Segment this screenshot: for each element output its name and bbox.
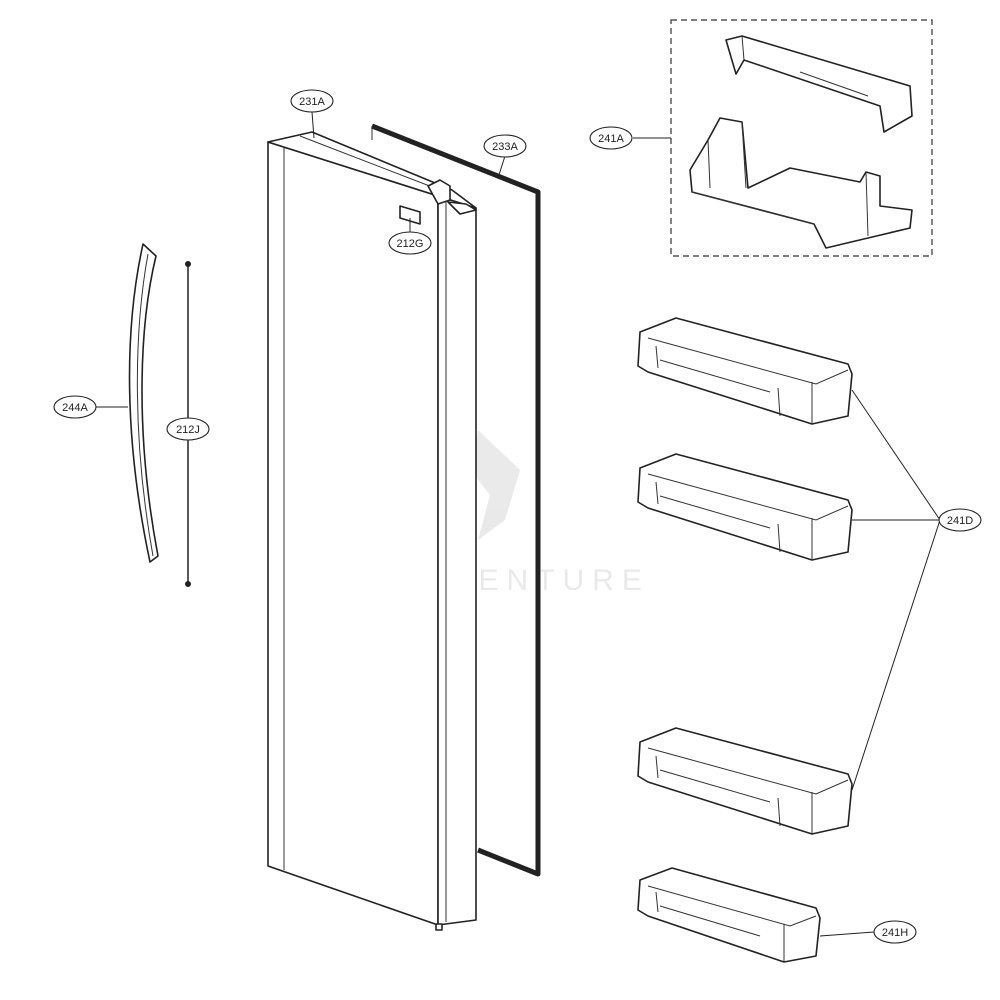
door-basket-small [637, 867, 821, 963]
door-basket-3 [637, 727, 853, 835]
door-basket-2 [637, 453, 853, 561]
callout-241H: 241H [873, 920, 917, 944]
callout-label: 241D [947, 515, 973, 527]
callout-label: 233A [492, 141, 518, 153]
callout-241D: 241D [938, 508, 982, 532]
dairy-basket-lid [725, 35, 913, 133]
door-handle [128, 243, 159, 563]
callout-label: 244A [62, 402, 88, 414]
callout-231A: 231A [290, 89, 334, 113]
callout-212J: 212J [166, 417, 210, 441]
refrigerator-door [267, 131, 477, 931]
dairy-basket-bin [689, 117, 913, 249]
callout-label: 241H [882, 927, 908, 939]
door-gasket [371, 123, 541, 877]
callout-244A: 244A [53, 395, 97, 419]
callout-241A: 241A [589, 126, 633, 150]
leader-lines [96, 111, 941, 937]
callout-label: 241A [598, 133, 624, 145]
callout-label: 212J [176, 424, 200, 436]
callout-233A: 233A [483, 134, 527, 158]
door-basket-1 [637, 317, 853, 425]
callout-212G: 212G [388, 231, 432, 255]
callout-label: 212G [397, 238, 424, 250]
callout-label: 231A [299, 96, 325, 108]
